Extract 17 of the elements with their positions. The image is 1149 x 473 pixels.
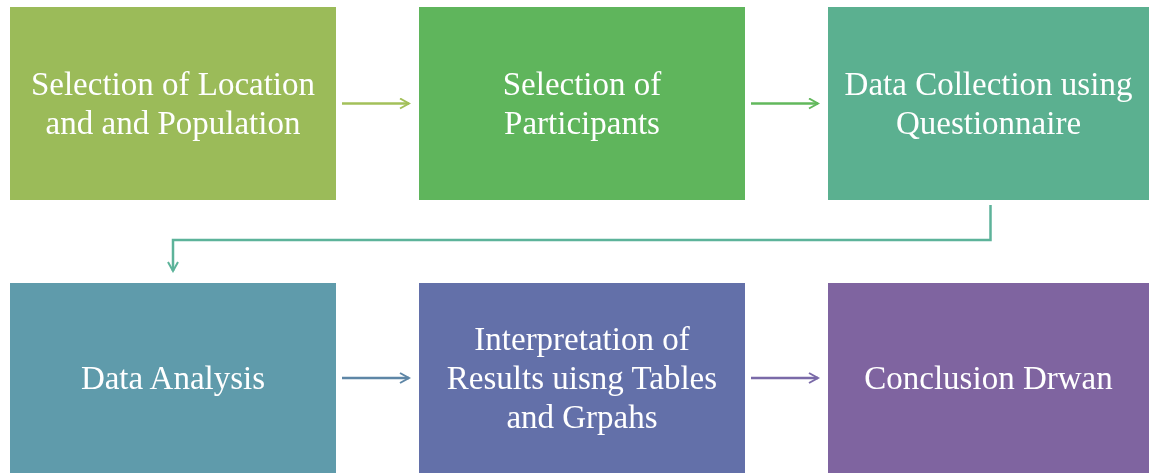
arrow bbox=[342, 372, 410, 384]
process-box bbox=[419, 7, 745, 200]
step-label: Selection of Participants bbox=[501, 64, 663, 143]
step-label: Data Analysis bbox=[80, 358, 266, 398]
arrow bbox=[342, 97, 410, 110]
process-box bbox=[10, 7, 336, 200]
process-box bbox=[828, 283, 1149, 473]
process-box bbox=[828, 7, 1149, 200]
arrow bbox=[751, 372, 819, 384]
arrow bbox=[751, 97, 819, 110]
process-box bbox=[419, 283, 745, 473]
step-label: Interpretation of Results uisng Tables and Grpahs bbox=[445, 319, 719, 437]
arrow bbox=[167, 205, 992, 272]
step-label: Conclusion Drwan bbox=[864, 358, 1113, 398]
process-box bbox=[10, 283, 336, 473]
step-label: Data Collection using Questionnaire bbox=[843, 64, 1134, 143]
step-label: Selection of Location and and Population bbox=[29, 64, 317, 143]
